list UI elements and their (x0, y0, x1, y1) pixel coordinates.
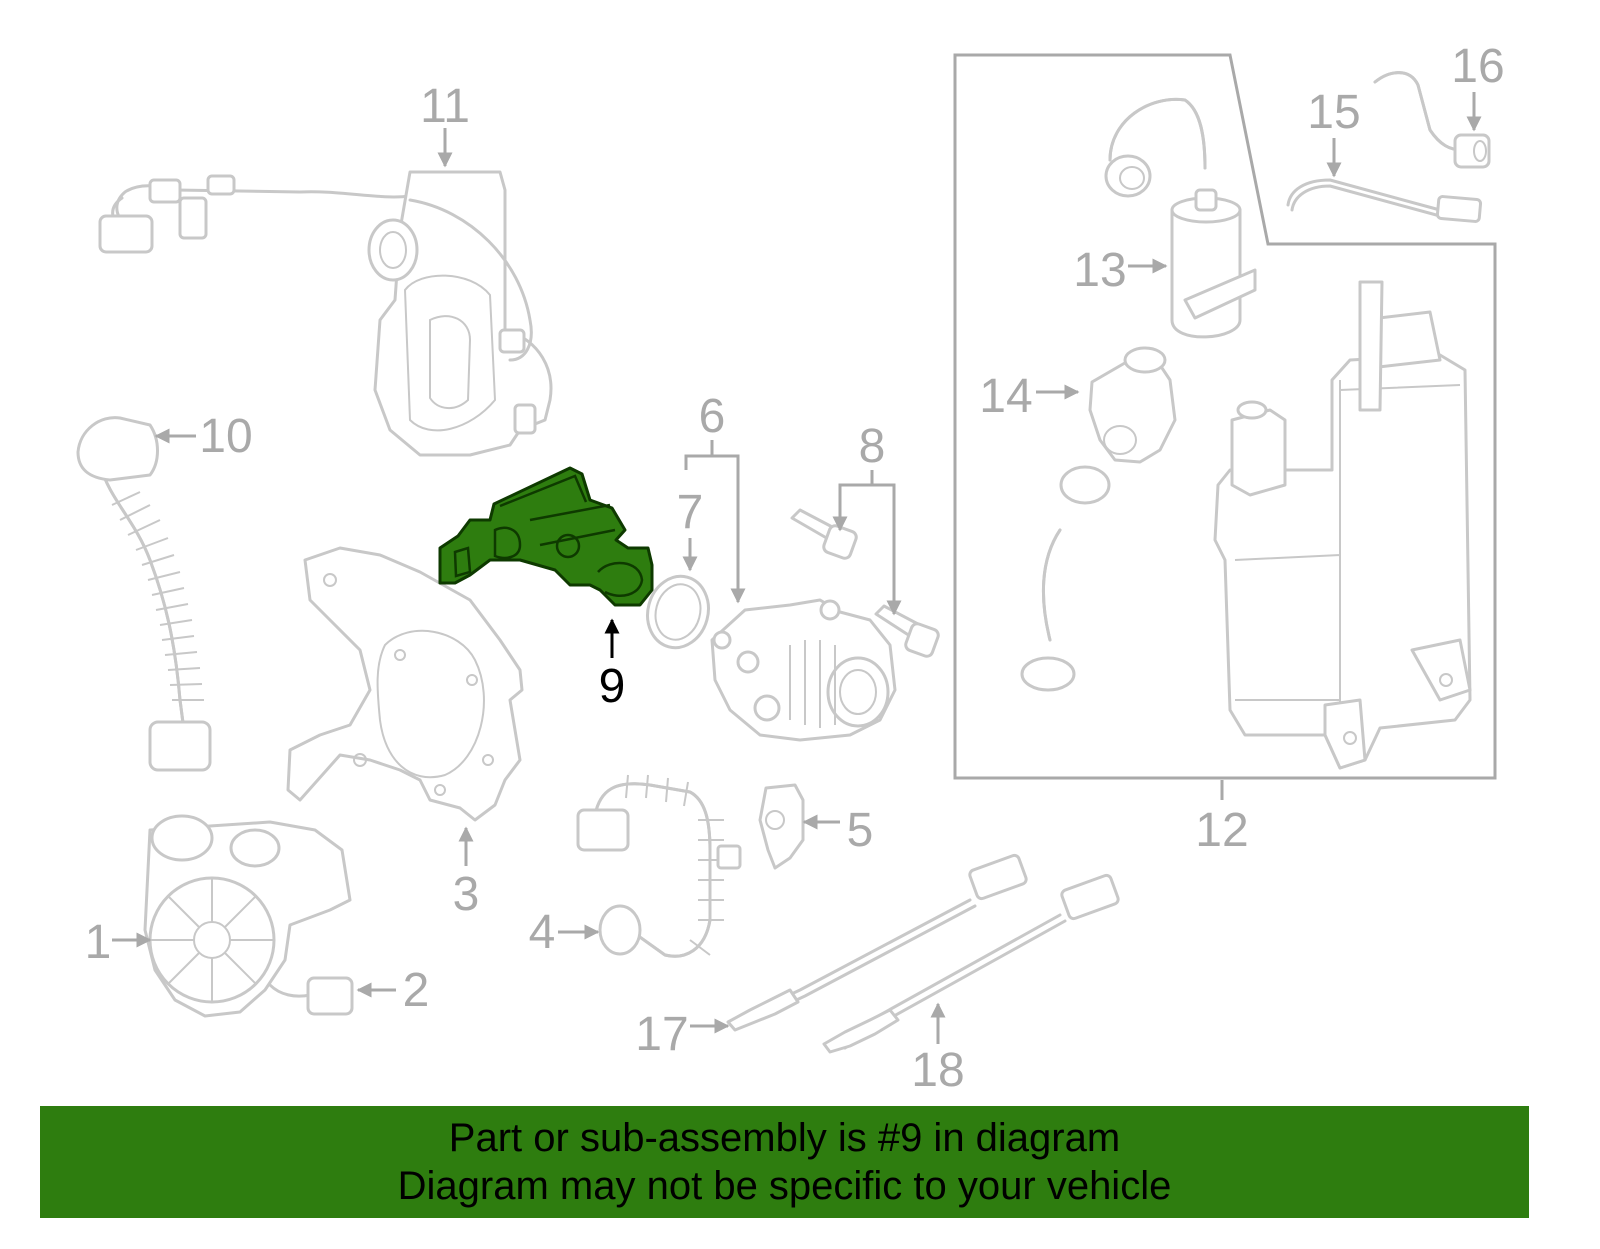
part-10-hose (76, 416, 212, 772)
part-17-sensor-lead (726, 853, 1028, 1032)
callout-2: 2 (403, 964, 430, 1017)
part-6-combination-valve (710, 598, 897, 742)
part-16-hose (1373, 71, 1491, 169)
callout-15: 15 (1307, 86, 1360, 139)
part-13-filter (1104, 97, 1257, 339)
parts-diagram: 11 10 3 9 7 (76, 40, 1505, 1097)
callout-14: 14 (979, 370, 1032, 423)
part-14-purge-valve (1020, 346, 1177, 692)
callout-4: 4 (529, 906, 556, 959)
part-8-bolts (790, 508, 940, 658)
callout-16: 16 (1451, 40, 1504, 93)
part-2-connector (268, 976, 354, 1016)
part-9-bracket-highlighted (438, 466, 654, 607)
callout-8: 8 (859, 420, 886, 473)
callout-17: 17 (635, 1008, 688, 1061)
part-12-canister (1213, 280, 1472, 770)
callout-5: 5 (847, 804, 874, 857)
part-18-sensor-lead (822, 873, 1120, 1054)
banner-line-part: Part or sub-assembly is #9 in diagram (448, 1116, 1121, 1160)
part-15-line (1286, 178, 1483, 223)
callout-7: 7 (677, 486, 704, 539)
part-4-pipe (576, 774, 742, 958)
callout-13: 13 (1073, 244, 1126, 297)
callout-11: 11 (420, 80, 470, 133)
callout-3: 3 (453, 868, 480, 921)
part-11-air-valve (98, 170, 553, 457)
callout-10: 10 (199, 410, 252, 463)
callout-18: 18 (911, 1044, 964, 1097)
callout-1: 1 (85, 916, 112, 969)
callout-12: 12 (1195, 804, 1248, 857)
part-5-sensor (758, 783, 805, 870)
callout-9: 9 (599, 660, 626, 713)
info-banner: Part or sub-assembly is #9 in diagram Di… (40, 1106, 1529, 1218)
banner-line-disclaimer: Diagram may not be specific to your vehi… (397, 1164, 1172, 1208)
part-3-shield-plate (286, 546, 524, 822)
part-12-group-box (953, 53, 1497, 780)
part-7-gasket (646, 574, 710, 650)
part-1-air-pump (143, 814, 352, 1018)
callout-6: 6 (699, 390, 726, 443)
